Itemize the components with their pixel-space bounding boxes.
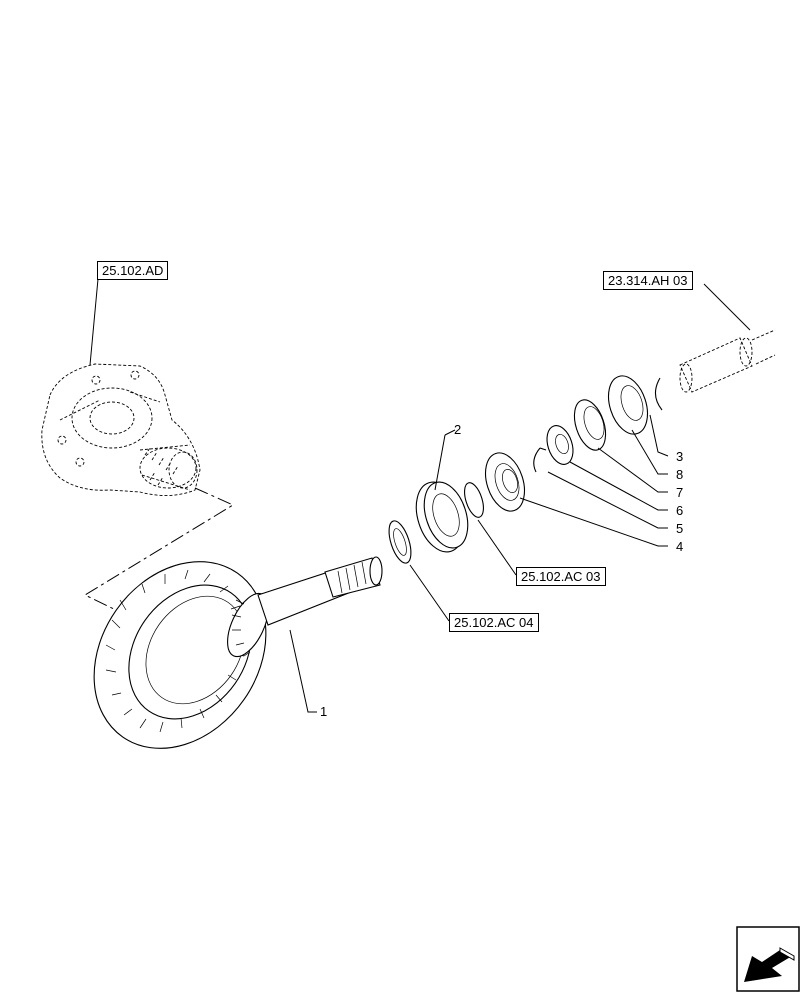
ref-bearing-kit-04[interactable]: 25.102.AC 04: [449, 613, 539, 632]
leader-lines: [89, 278, 751, 713]
ring-gear: [93, 561, 267, 749]
callout-8: 8: [676, 467, 684, 482]
assembly-centerline: [83, 487, 235, 613]
ref-shaft[interactable]: 23.314.AH 03: [603, 271, 693, 290]
callout-4: 4: [676, 539, 684, 554]
callout-6: 6: [676, 503, 684, 518]
previous-page-arrow-icon[interactable]: [736, 926, 800, 992]
bearing-part-7: [573, 399, 607, 451]
drive-shaft-ghost: [679, 329, 776, 393]
pinion-shaft: [227, 556, 383, 658]
seal-part-8: [607, 375, 649, 435]
callout-2: 2: [454, 422, 462, 437]
callout-7: 7: [676, 485, 684, 500]
snap-ring-part-5: [533, 447, 547, 473]
ref-differential[interactable]: 25.102.AD: [97, 261, 169, 280]
callout-5: 5: [676, 521, 684, 536]
ref-bearing-kit-03[interactable]: 25.102.AC 03: [516, 567, 606, 586]
circlip-part-3: [654, 377, 663, 411]
callout-3: 3: [676, 449, 684, 464]
differential-housing: [41, 363, 201, 496]
nut-part-6: [546, 425, 574, 465]
callout-1: 1: [320, 704, 328, 719]
bearing-part-4: [484, 452, 526, 512]
bearing-part-2: [388, 481, 484, 564]
